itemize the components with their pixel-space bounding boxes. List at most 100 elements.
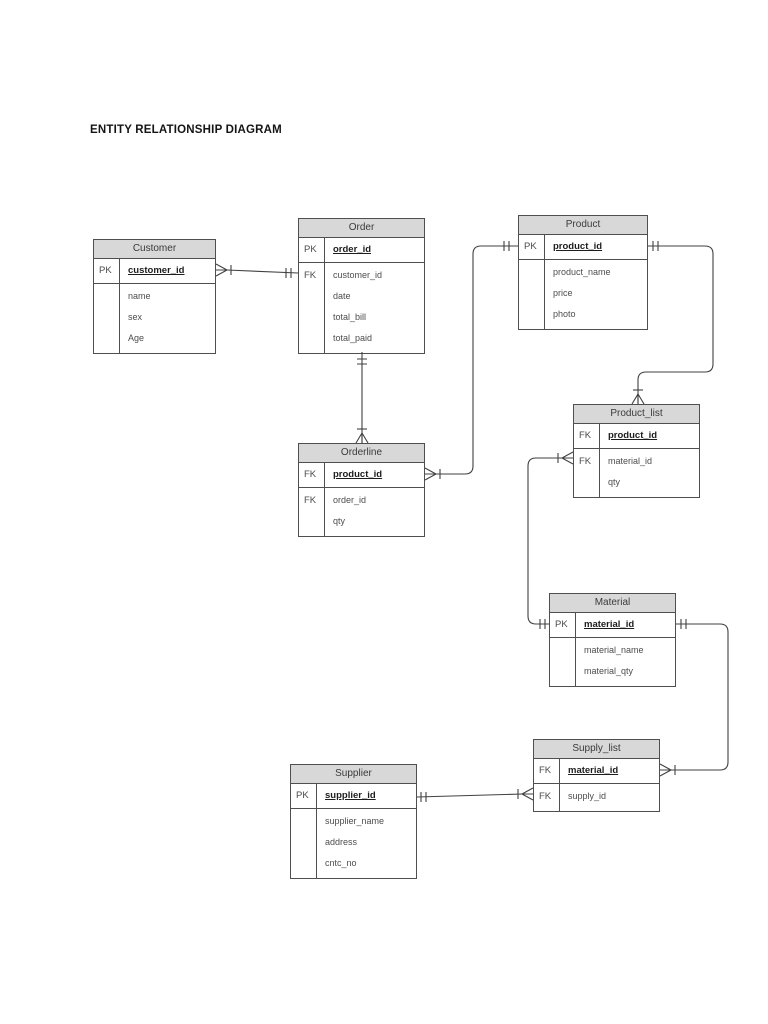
entity-title: Order — [299, 219, 424, 238]
entity-title: Supplier — [291, 765, 416, 784]
key-field: product_id — [608, 430, 658, 441]
key-field: product_id — [333, 469, 383, 480]
attribute-label — [299, 286, 324, 307]
key-field: material_id — [568, 765, 619, 776]
attribute-field: customer_id — [333, 270, 383, 280]
attribute-field: cntc_no — [325, 858, 357, 868]
attribute-label — [519, 283, 544, 304]
rel-customer-order — [215, 263, 299, 278]
attribute-label — [550, 661, 575, 682]
key-field: supplier_id — [325, 790, 376, 801]
attribute-field: material_qty — [584, 666, 634, 676]
attribute-field: photo — [553, 309, 576, 319]
one-and-only-one-icon — [285, 268, 292, 278]
attribute-field: material_name — [584, 645, 644, 655]
attribute-field: date — [333, 291, 351, 301]
attribute-field: supply_id — [568, 791, 607, 801]
attribute-field-column: supply_id — [560, 784, 659, 811]
entity-title: Orderline — [299, 444, 424, 463]
attribute-field: material_id — [608, 456, 653, 466]
relationship-line — [671, 623, 729, 771]
attribute-field: address — [325, 837, 358, 847]
attribute-field-column: material_name material_qty — [576, 638, 675, 686]
crow-foot-icon — [659, 763, 672, 777]
crow-foot-icon — [424, 467, 437, 481]
relationship-line — [637, 245, 714, 404]
attribute-field: name — [128, 291, 151, 301]
entity-key-row: FK material_id — [534, 759, 659, 784]
crow-foot-icon — [215, 263, 228, 277]
relationship-line — [226, 269, 299, 274]
attribute-label: FK — [539, 791, 552, 802]
attribute-field: sex — [128, 312, 143, 322]
relationship-line — [436, 245, 518, 475]
attribute-label — [94, 307, 119, 328]
attribute-label — [574, 472, 599, 493]
attribute-label — [94, 328, 119, 349]
key-label: FK — [534, 759, 560, 783]
attribute-label-column — [550, 638, 576, 686]
page-title: ENTITY RELATIONSHIP DIAGRAM — [90, 124, 282, 136]
key-label: PK — [94, 259, 120, 283]
crow-foot-icon — [521, 787, 534, 801]
attribute-field: Age — [128, 333, 145, 343]
attribute-field: qty — [333, 516, 346, 526]
attribute-label — [299, 511, 324, 532]
attribute-field: qty — [608, 477, 621, 487]
key-label: FK — [574, 424, 600, 448]
attribute-label — [291, 853, 316, 874]
attribute-field: order_id — [333, 495, 367, 505]
crow-foot-icon — [631, 393, 645, 405]
entity-title: Product_list — [574, 405, 699, 424]
key-field: customer_id — [128, 265, 185, 276]
attribute-label: FK — [579, 456, 592, 467]
attribute-label — [299, 328, 324, 349]
one-and-only-one-icon — [420, 792, 427, 802]
one-and-only-one-icon — [357, 358, 367, 365]
rel-order-orderline — [355, 352, 369, 444]
key-label: FK — [299, 463, 325, 487]
entity-attributes: FK supply_id — [534, 784, 659, 811]
attribute-field: total_bill — [333, 312, 367, 322]
key-field: product_id — [553, 241, 603, 252]
entity-title: Product — [519, 216, 647, 235]
entity-key-row: PK supplier_id — [291, 784, 416, 809]
rel-supplier-supplylist — [416, 787, 534, 802]
attribute-label: FK — [304, 270, 317, 281]
attribute-label-column — [291, 809, 317, 878]
key-label: PK — [291, 784, 317, 808]
key-field: order_id — [333, 244, 372, 255]
attribute-label — [291, 811, 316, 832]
one-and-only-one-icon — [539, 619, 546, 629]
attribute-label-column: FK — [299, 488, 325, 536]
attribute-label — [519, 304, 544, 325]
attribute-label — [519, 262, 544, 283]
attribute-field: price — [553, 288, 573, 298]
entity-key-row: PK customer_id — [94, 259, 215, 284]
attribute-label-column: FK — [534, 784, 560, 811]
crow-foot-icon — [355, 432, 369, 444]
attribute-field: total_paid — [333, 333, 373, 343]
attribute-label-column: FK — [299, 263, 325, 353]
one-and-only-one-icon — [503, 241, 510, 251]
attribute-label: FK — [304, 495, 317, 506]
